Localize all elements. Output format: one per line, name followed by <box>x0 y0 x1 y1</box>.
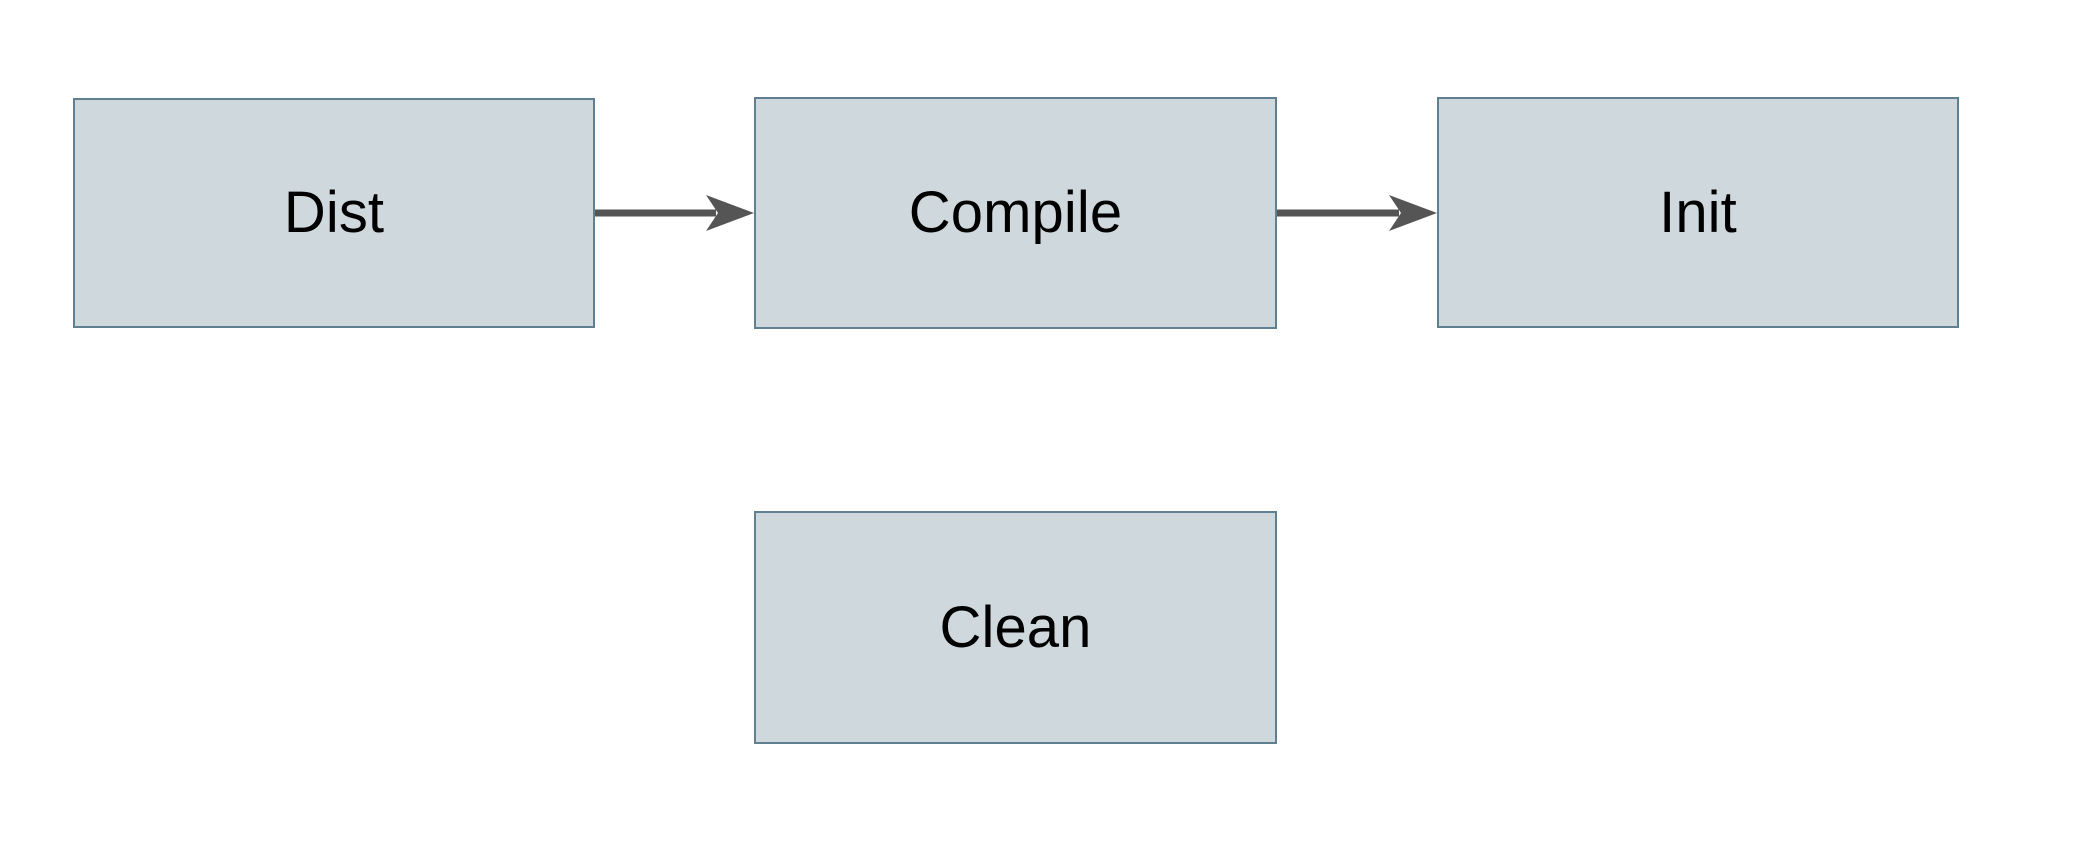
node-label-compile: Compile <box>908 180 1123 245</box>
arrowhead-icon <box>1389 195 1437 231</box>
node-clean[interactable]: Clean <box>754 511 1277 744</box>
node-compile[interactable]: Compile <box>754 97 1277 329</box>
edge-dist-to-compile[interactable] <box>595 195 754 231</box>
node-label-dist: Dist <box>283 180 385 245</box>
node-dist[interactable]: Dist <box>73 98 595 328</box>
node-label-clean: Clean <box>939 594 1092 660</box>
edge-compile-to-init[interactable] <box>1277 195 1437 231</box>
node-label-init: Init <box>1659 179 1737 245</box>
node-init[interactable]: Init <box>1437 97 1959 328</box>
arrowhead-icon <box>706 195 754 231</box>
